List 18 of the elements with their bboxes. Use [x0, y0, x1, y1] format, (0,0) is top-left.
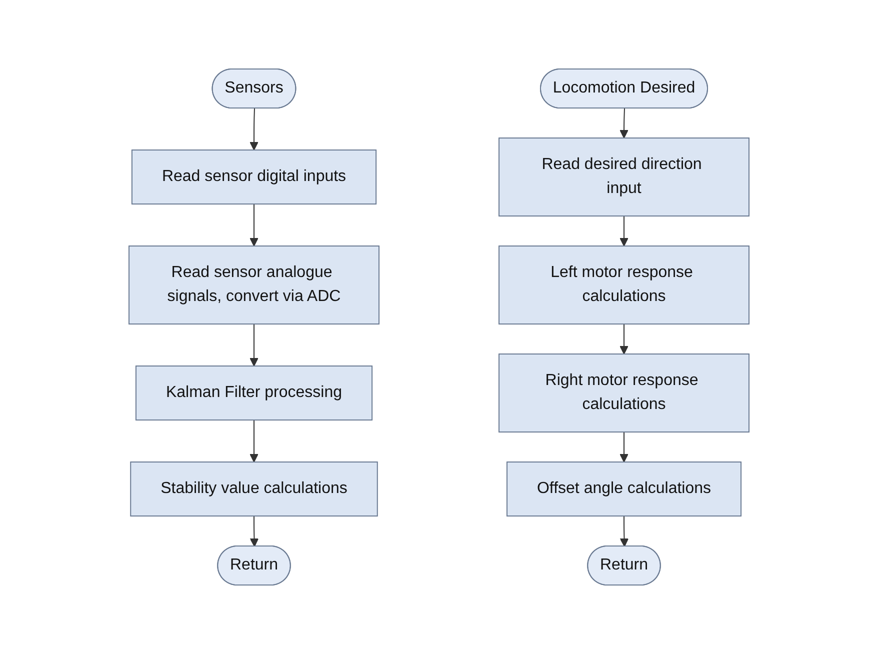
arrow [250, 420, 258, 462]
arrow [620, 324, 628, 354]
arrow [620, 216, 628, 246]
arrow [250, 204, 258, 246]
node-box: Right motor response calculations [498, 354, 750, 432]
node-box: Kalman Filter processing [135, 366, 373, 420]
arrow [620, 516, 629, 547]
arrow [250, 324, 258, 366]
arrow [620, 432, 628, 462]
node-box: Left motor response calculations [498, 246, 750, 324]
arrow [250, 108, 258, 150]
arrow [250, 516, 259, 547]
node-box: Offset angle calculations [506, 462, 742, 516]
node-box: Read sensor analogue signals, convert via ADC [128, 246, 380, 324]
node-box: Stability value calculations [130, 462, 378, 516]
node-box: Read sensor digital inputs [131, 150, 377, 204]
arrow [620, 108, 628, 138]
node-box: Read desired direction input [498, 138, 750, 216]
